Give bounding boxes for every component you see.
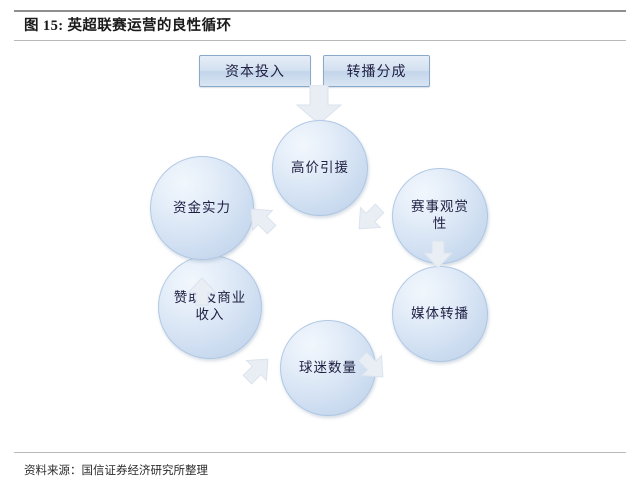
arrow-up-right-icon (244, 202, 278, 236)
arrow-up-left-icon (241, 352, 275, 386)
input-box-broadcast-label: 转播分成 (346, 65, 407, 80)
cycle-node-fans-label: 球迷数量 (299, 359, 357, 375)
cycle-node-fans[interactable]: 球迷数量 (280, 320, 376, 416)
input-box-broadcast[interactable]: 转播分成 (323, 55, 430, 87)
top-rule (14, 10, 626, 12)
diagram-canvas: 资本投入 转播分成 高价引援 赛事观赏性 媒体转播 球迷数量 赞助及商业收入 资… (0, 44, 640, 444)
cycle-node-media[interactable]: 媒体转播 (392, 266, 488, 362)
cycle-node-sponsor-label: 赞助及商业收入 (173, 290, 247, 322)
cycle-node-watchable-label: 赛事观赏性 (411, 199, 469, 231)
page-title: 图 15: 英超联赛运营的良性循环 (24, 18, 232, 34)
arrow-down-icon (294, 85, 344, 125)
title-rule (14, 40, 626, 41)
cycle-node-media-label: 媒体转播 (411, 305, 469, 321)
arrow-up-icon (185, 276, 219, 306)
cycle-node-funds[interactable]: 资金实力 (150, 156, 254, 260)
source-note: 资料来源：国信证券经济研究所整理 (24, 465, 208, 477)
cycle-node-signing[interactable]: 高价引援 (272, 120, 368, 216)
arrow-down-icon (421, 240, 455, 270)
input-box-capital-label: 资本投入 (225, 65, 285, 80)
input-box-capital[interactable]: 资本投入 (199, 55, 311, 87)
cycle-node-sponsor[interactable]: 赞助及商业收入 (158, 255, 262, 359)
arrow-down-left-icon (356, 350, 390, 384)
footer-rule (14, 452, 626, 453)
cycle-node-signing-label: 高价引援 (291, 159, 349, 175)
cycle-node-funds-label: 资金实力 (173, 199, 231, 215)
arrow-down-right-icon (352, 202, 386, 236)
